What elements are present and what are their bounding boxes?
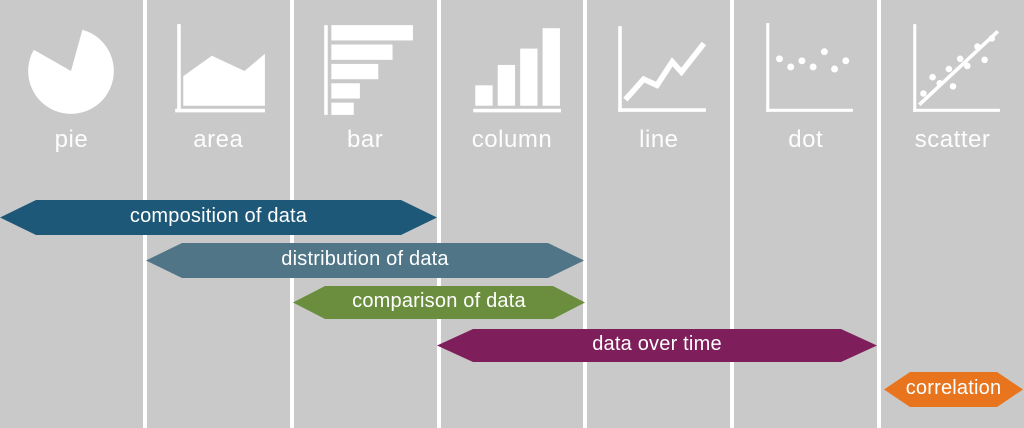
pie-chart-icon (21, 18, 115, 114)
scatter-plot-icon (912, 24, 1000, 112)
column-label-column: column (471, 126, 553, 153)
column-label-dot: dot (788, 126, 824, 153)
banner-comparison-of-data: comparison of data (293, 286, 585, 319)
banner-correlation: correlation (884, 372, 1023, 407)
dot-plot-icon (765, 23, 853, 112)
column-column: column (440, 0, 584, 428)
banner-composition-of-data: composition of data (0, 200, 437, 235)
column-chart-icon (473, 28, 561, 113)
banner-data-over-time-label: data over time (592, 333, 722, 355)
column-scatter: scatter (881, 0, 1024, 428)
banner-correlation-label: correlation (905, 377, 1002, 399)
area-chart-icon (175, 24, 266, 113)
column-label-line: line (639, 126, 679, 153)
banner-data-over-time: data over time (437, 329, 877, 362)
column-line: line (587, 0, 731, 428)
banner-composition-label: composition of data (129, 205, 308, 227)
column-label-scatter: scatter (914, 126, 991, 153)
bar-chart-icon (324, 25, 414, 115)
column-dot: dot (734, 0, 878, 428)
banner-distribution-label: distribution of data (281, 248, 449, 270)
column-label-bar: bar (347, 126, 384, 153)
banner-distribution-of-data: distribution of data (146, 243, 584, 278)
banner-comparison-label: comparison of data (352, 290, 526, 312)
line-chart-icon (618, 26, 706, 112)
column-label-area: area (193, 126, 244, 153)
column-label-pie: pie (54, 126, 89, 153)
